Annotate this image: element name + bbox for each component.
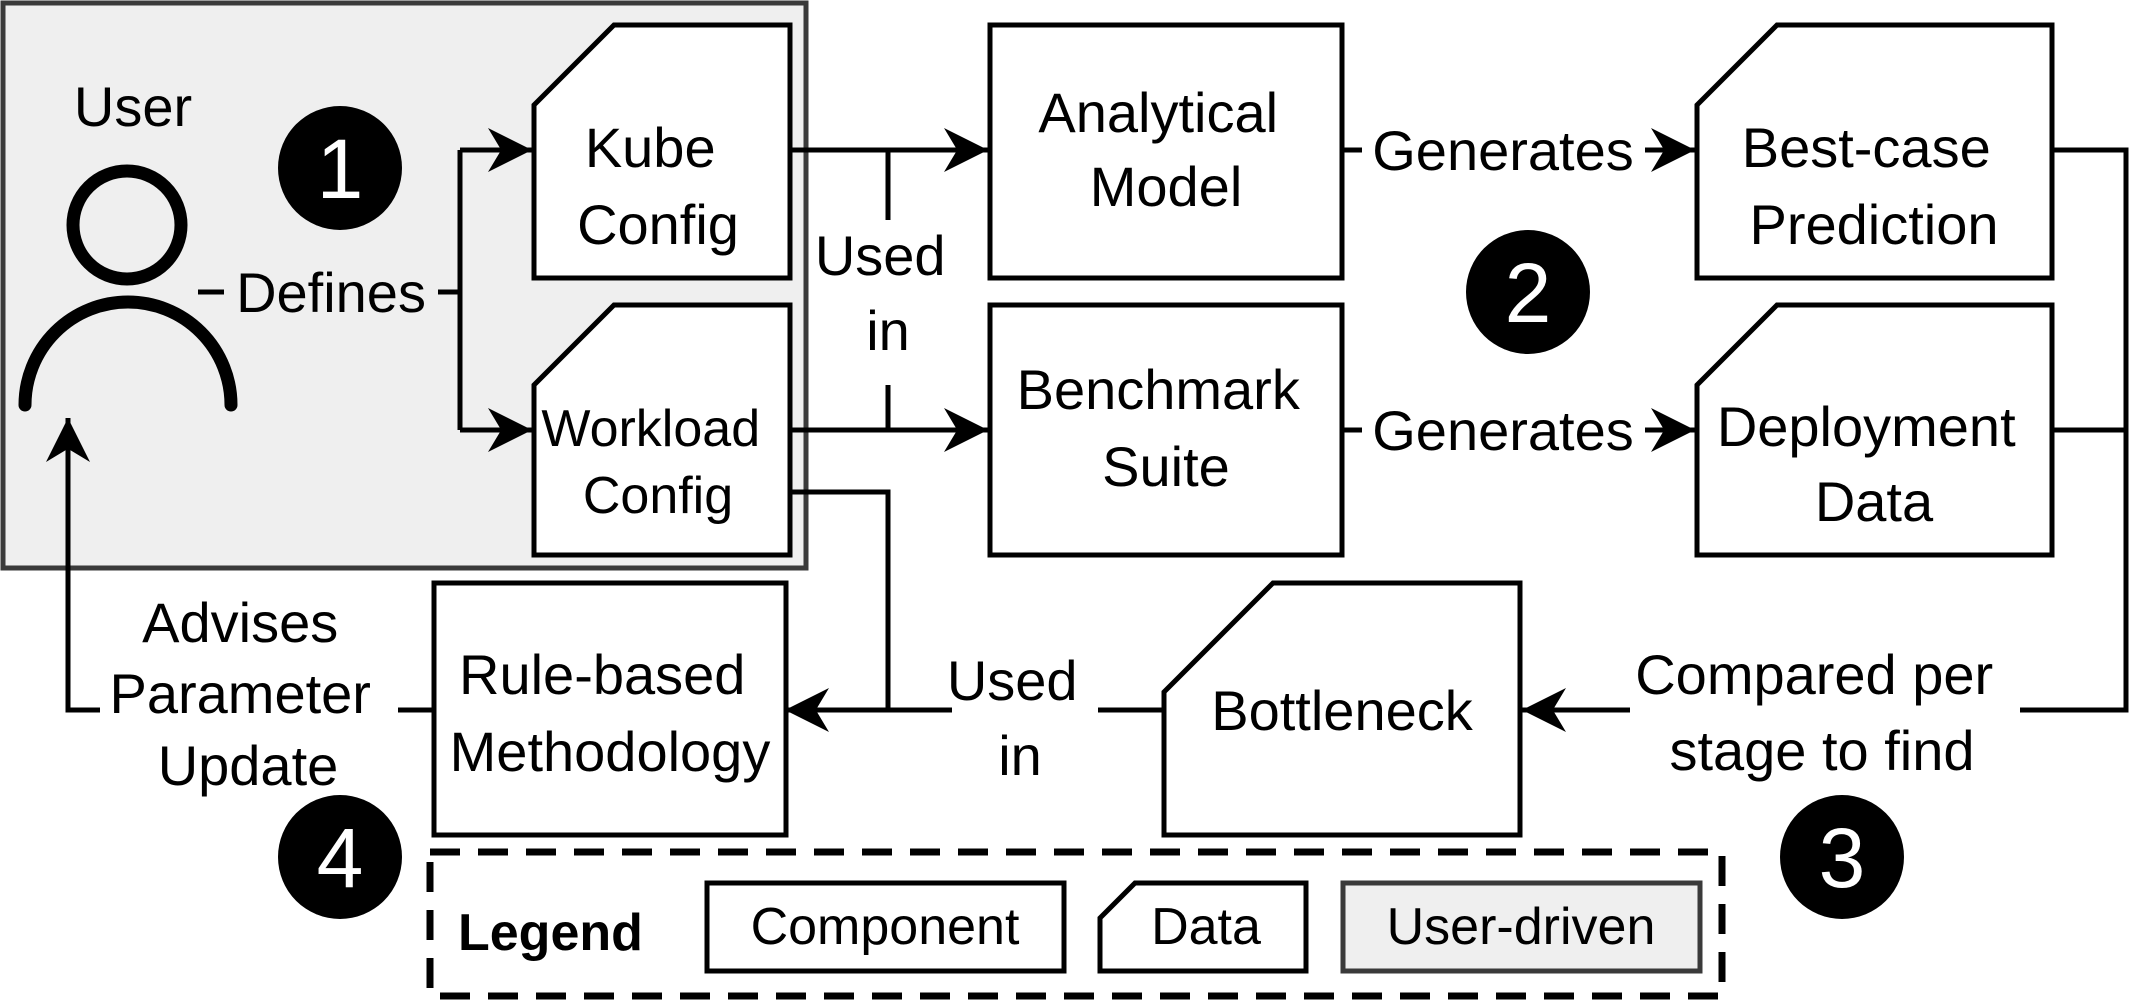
rule-based-methodology-box bbox=[431, 580, 789, 838]
used-in-top-edge-label: Used in bbox=[815, 224, 961, 362]
step-2-marker: 2 bbox=[1466, 230, 1590, 354]
generates-top-edge-label: Generates bbox=[1372, 119, 1634, 182]
legend-data-label: Data bbox=[1151, 898, 1261, 956]
step-1-marker: 1 bbox=[278, 106, 402, 230]
compared-edge-label: Compared per stage to find bbox=[1635, 643, 2009, 782]
legend: Legend Component Data User-driven bbox=[426, 848, 1726, 1000]
used-in-bottom-edge-label: Used in bbox=[947, 649, 1093, 787]
best-case-prediction-shape bbox=[1694, 22, 2055, 281]
analytical-model-label: Analytical Model bbox=[1038, 81, 1293, 218]
comparison-bracket bbox=[2020, 147, 2129, 713]
user-icon bbox=[18, 164, 238, 412]
legend-user-driven-label: User-driven bbox=[1387, 898, 1656, 956]
user-label: User bbox=[74, 75, 192, 138]
deployment-data-label: Deployment Data bbox=[1717, 395, 2031, 533]
legend-data-swatch bbox=[1097, 880, 1309, 974]
legend-user-driven-swatch bbox=[1340, 880, 1703, 974]
rule-based-methodology-label: Rule-based Methodology bbox=[450, 643, 771, 783]
kube-config-shape bbox=[531, 22, 793, 281]
svg-text:4: 4 bbox=[317, 811, 364, 905]
svg-text:2: 2 bbox=[1505, 246, 1552, 340]
benchmark-suite-label: Benchmark Suite bbox=[1017, 358, 1316, 498]
step-3-marker: 3 bbox=[1780, 795, 1904, 919]
bottleneck-shape bbox=[1161, 580, 1523, 838]
svg-text:1: 1 bbox=[317, 122, 364, 216]
benchmark-suite-box bbox=[987, 302, 1345, 558]
legend-title: Legend bbox=[458, 904, 643, 962]
defines-edge-label: Defines bbox=[236, 261, 426, 324]
legend-component-swatch bbox=[704, 880, 1067, 974]
kube-config-label: Kube Config bbox=[577, 116, 739, 256]
workload-config-to-methodology bbox=[790, 489, 891, 710]
svg-text:3: 3 bbox=[1819, 811, 1866, 905]
deployment-data-shape bbox=[1694, 302, 2055, 558]
advises-to-user bbox=[46, 418, 100, 713]
best-case-prediction-label: Best-case Prediction bbox=[1742, 116, 2007, 256]
generates-bottom-edge-label: Generates bbox=[1372, 399, 1634, 462]
workload-config-shape bbox=[531, 302, 793, 558]
workload-config-label: Workload Config bbox=[541, 400, 774, 525]
analytical-model-box bbox=[987, 22, 1345, 281]
legend-component-label: Component bbox=[751, 898, 1020, 956]
advises-edge-label: Advises Parameter Update bbox=[110, 591, 387, 797]
bottleneck-label: Bottleneck bbox=[1211, 679, 1473, 742]
step-4-marker: 4 bbox=[278, 795, 402, 919]
